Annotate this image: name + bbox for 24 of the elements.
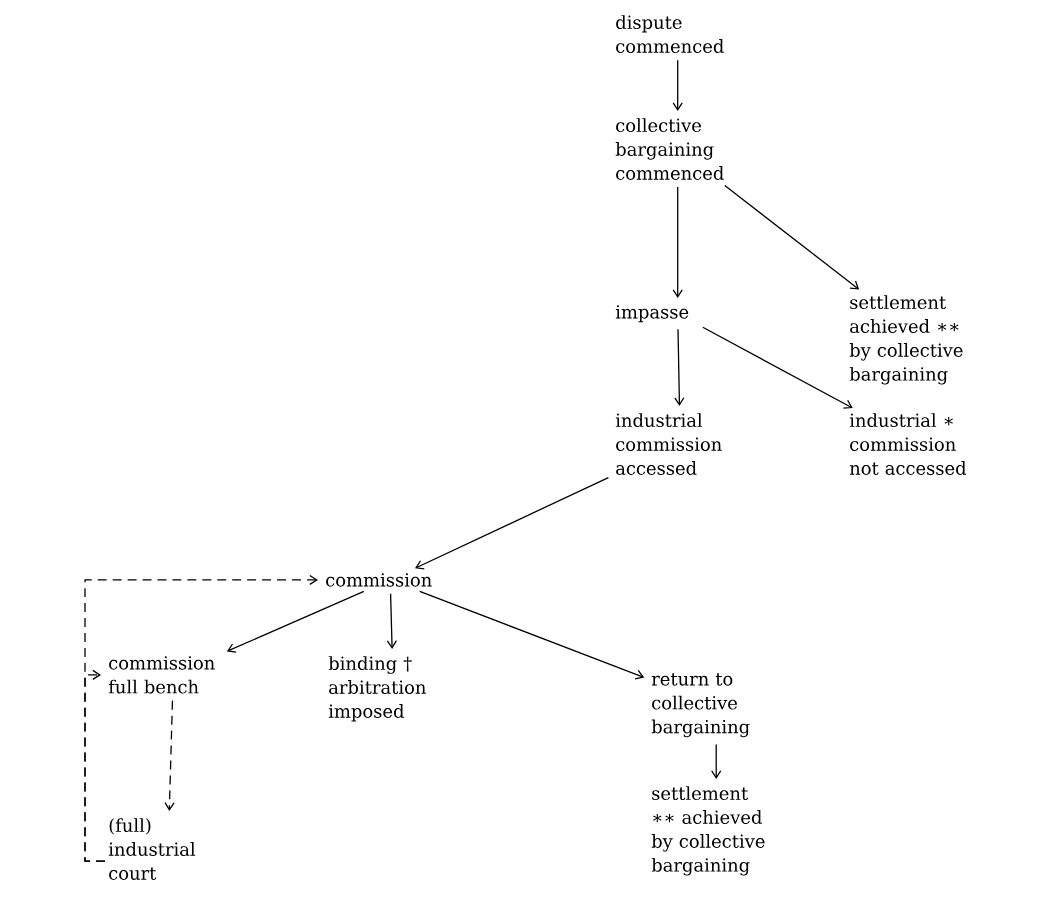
arrow xyxy=(674,328,685,406)
step-text: settlement ∗∗ achieved by collective bargaining xyxy=(651,786,765,876)
arrow xyxy=(702,326,853,409)
arrow xyxy=(672,186,683,298)
step-text: commission full bench xyxy=(108,656,215,694)
step-text: collective bargaining commenced xyxy=(615,118,724,180)
arrow xyxy=(386,593,397,649)
step-text: settlement achieved ∗∗ by collective bargaining xyxy=(849,295,963,385)
arrow xyxy=(672,59,683,111)
arrow xyxy=(415,476,610,570)
step-text: return to collective bargaining xyxy=(651,673,750,738)
dashed-arrow xyxy=(164,700,175,811)
step-text: industrial ∗ commission not accessed xyxy=(849,413,967,475)
arrow xyxy=(226,590,365,653)
dashed-arrow xyxy=(84,669,106,862)
step-text: impasse xyxy=(615,305,689,323)
step-text: industrial commission accessed xyxy=(615,413,722,475)
step-text: (full) industrial court xyxy=(108,818,196,880)
step-text: commission xyxy=(326,573,432,587)
step-text: binding † arbitration imposed xyxy=(328,656,426,722)
arrow xyxy=(711,743,722,779)
arrow xyxy=(419,590,645,680)
step-text: dispute commenced xyxy=(616,15,724,53)
arrow xyxy=(724,184,860,290)
